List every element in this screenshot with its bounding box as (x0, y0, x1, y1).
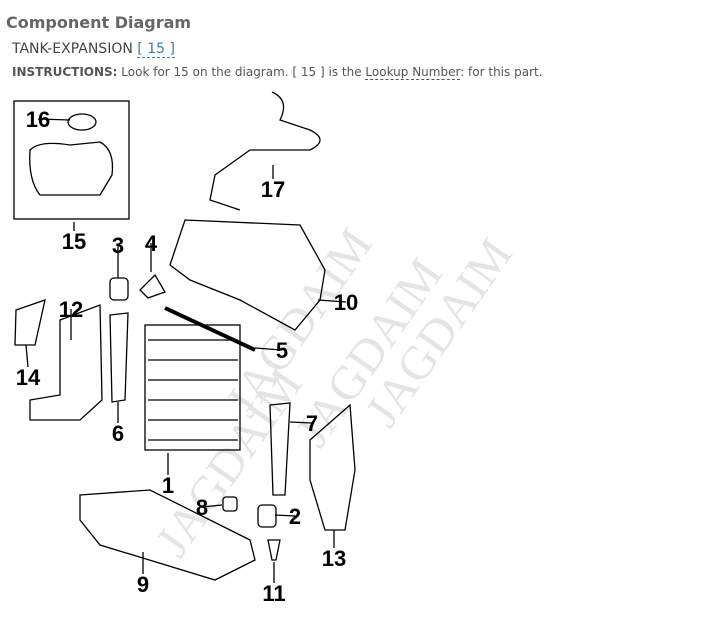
instructions-label: INSTRUCTIONS: (12, 65, 118, 79)
expansion-tank-inset (13, 100, 130, 220)
right-baffle-part[interactable] (269, 402, 291, 496)
instructions: INSTRUCTIONS: Look for 15 on the diagram… (12, 65, 543, 80)
callout-11[interactable]: 11 (262, 581, 285, 606)
air-deflector-part[interactable] (14, 299, 46, 346)
callout-15[interactable]: 15 (62, 229, 86, 254)
part-heading: TANK-EXPANSION [ 15 ] (12, 41, 175, 58)
right-shroud-part[interactable] (309, 403, 356, 531)
callout-12[interactable]: 12 (59, 297, 83, 322)
bushing-part[interactable] (222, 496, 238, 512)
callout-2[interactable]: 2 (289, 504, 301, 529)
radiator-part[interactable] (144, 324, 241, 451)
callout-6[interactable]: 6 (112, 421, 124, 446)
left-shroud-part[interactable] (29, 304, 103, 421)
callout-leader-line (25, 344, 29, 368)
bracket-part[interactable] (139, 273, 166, 299)
callout-1[interactable]: 1 (162, 473, 174, 498)
clip-part[interactable] (267, 539, 281, 561)
seal-part[interactable] (164, 306, 256, 352)
callout-3[interactable]: 3 (112, 233, 124, 258)
callout-leader-line (254, 347, 283, 351)
lookup-number-link[interactable]: Lookup Number (365, 65, 461, 80)
callout-4[interactable]: 4 (145, 231, 158, 256)
parts-drawing (13, 91, 356, 581)
side-baffle-part[interactable] (109, 312, 129, 403)
expansion-tank-part[interactable] (29, 141, 114, 196)
callout-17[interactable]: 17 (261, 177, 285, 202)
undertray-part[interactable] (79, 489, 256, 581)
callout-9[interactable]: 9 (137, 572, 149, 597)
part-number-link[interactable]: [ 15 ] (137, 41, 175, 58)
callout-16[interactable]: 16 (26, 107, 50, 132)
lower-mount-part[interactable] (257, 504, 277, 528)
instructions-text-end: : for this part. (460, 65, 543, 79)
callout-leader-line (37, 118, 71, 121)
callout-leader-line (201, 504, 223, 508)
callout-7[interactable]: 7 (306, 411, 318, 436)
callout-14[interactable]: 14 (16, 365, 41, 390)
hose-part[interactable] (209, 91, 321, 211)
callout-leader-line (289, 421, 313, 424)
callout-8[interactable]: 8 (196, 495, 208, 520)
callout-10[interactable]: 10 (334, 290, 358, 315)
page-title: Component Diagram (6, 13, 192, 32)
callout-5[interactable]: 5 (276, 338, 288, 363)
callout-13[interactable]: 13 (322, 546, 346, 571)
instructions-text: Look for 15 on the diagram. [ 15 ] is th… (121, 65, 362, 79)
part-name: TANK-EXPANSION (12, 41, 133, 57)
tank-cap-part[interactable] (67, 113, 97, 131)
callout-leader-line (274, 514, 296, 517)
callout-leader-line (317, 299, 347, 303)
mount-part[interactable] (109, 277, 129, 301)
